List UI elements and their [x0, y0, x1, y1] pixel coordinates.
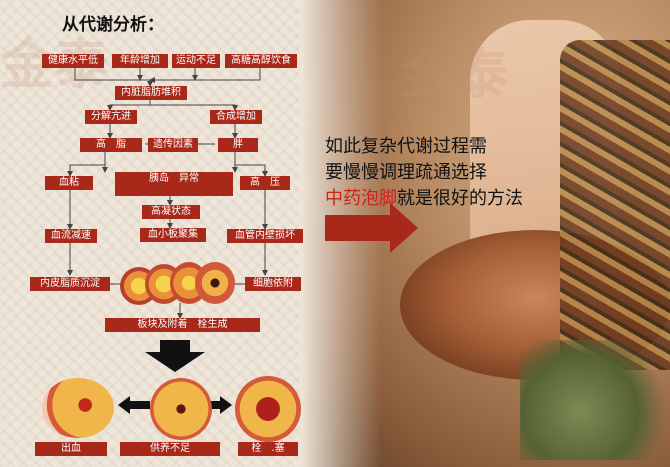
node-embolism: 栓 .塞 [238, 442, 298, 456]
down-arrow [145, 340, 205, 372]
embolism-artery-image [235, 376, 301, 442]
big-right-arrow [325, 203, 418, 253]
node-synthesis: 合成增加 [210, 110, 262, 124]
node-fat: 胖 [218, 138, 258, 152]
supply-artery-image [150, 378, 212, 440]
node-wall: 血管内壁损坏 [227, 229, 303, 243]
node-slowflow: 血流减速 [45, 229, 97, 243]
node-pancreas: 胰岛 异常 [115, 172, 233, 196]
node-genetic: 遗传因素 [148, 138, 198, 152]
message-rest: 就是很好的方法 [397, 188, 523, 209]
watermark-logo: 金泰 [400, 43, 508, 106]
message-highlight: 中药泡脚 [325, 188, 397, 209]
node-coag: 高凝状态 [142, 205, 200, 219]
node-platelet: 血小板聚集 [140, 228, 206, 242]
node-deposit: 内皮脂质沉淀 [30, 277, 110, 291]
message-line-1: 如此复杂代谢过程需 [325, 136, 487, 157]
node-viscosity: 血粘 [45, 176, 93, 190]
bleed-artery-image [42, 378, 114, 438]
node-plaque: 板块及附着 栓生成 [105, 318, 260, 332]
message-line-2: 要慢慢调理疏通选择 [325, 162, 487, 183]
node-cells: 细胞依附 [245, 277, 301, 291]
node-age: 年龄增加 [112, 54, 168, 68]
node-decompose: 分解亢进 [85, 110, 137, 124]
message-line-3: 中药泡脚就是很好的方法 [325, 184, 523, 210]
node-hbp: 高 压 [240, 176, 290, 190]
node-visceral: 内脏脂肪堆积 [115, 86, 187, 100]
node-exercise: 运动不足 [172, 54, 220, 68]
patterned-cloth-image [560, 40, 670, 370]
node-lipid: 高 脂 [80, 138, 142, 152]
node-supply: 供养不足 [120, 442, 220, 456]
page-title: 从代谢分析： [62, 15, 164, 35]
node-diet: 高糖高醇饮食 [225, 54, 297, 68]
node-bleed: 出血 [35, 442, 107, 456]
herbs-image [520, 340, 670, 460]
artery-illustration [120, 262, 235, 307]
node-health: 健康水平低 [42, 54, 104, 68]
